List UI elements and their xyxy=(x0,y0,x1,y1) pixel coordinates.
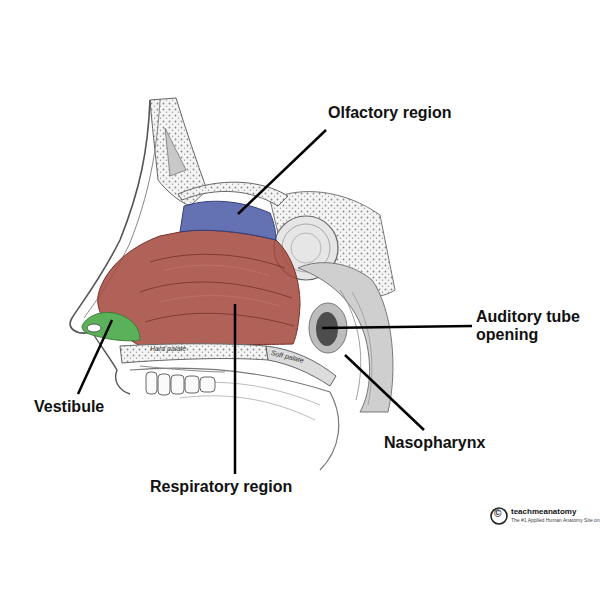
pharyngeal-wall xyxy=(298,263,393,412)
structure-label: Auditory tube opening xyxy=(476,308,591,345)
watermark: teachmeanatomy xyxy=(511,507,576,516)
region-label: Respiratory region xyxy=(150,478,292,496)
leader-line xyxy=(238,130,326,214)
leader-line xyxy=(322,326,472,328)
nostril xyxy=(87,324,101,332)
leader-line xyxy=(345,355,424,430)
shading-line xyxy=(352,292,372,405)
concha-highlight xyxy=(160,296,280,306)
tooth xyxy=(200,377,215,392)
leader-line xyxy=(234,304,237,474)
shading-line xyxy=(340,290,361,400)
concha-highlight xyxy=(165,265,270,276)
tooth xyxy=(171,375,184,394)
tooth xyxy=(158,374,170,395)
region-label: Olfactory region xyxy=(328,104,452,122)
structure-label: Nasopharynx xyxy=(384,434,485,452)
tooth xyxy=(146,372,157,394)
tooth xyxy=(185,376,199,393)
hard-palate xyxy=(120,344,268,363)
inferior-concha xyxy=(145,313,294,326)
sinus-contour xyxy=(291,233,321,263)
gum-line xyxy=(140,366,225,372)
olfactory-region xyxy=(180,201,276,240)
frontal-sinus xyxy=(165,128,186,176)
part-name: Hard palate xyxy=(150,345,186,353)
soft-palate xyxy=(266,346,336,386)
region-label: Vestibule xyxy=(34,398,104,416)
vestibule-region xyxy=(82,313,140,341)
watermark-tagline: The #1 Applied Human Anatomy Site on the… xyxy=(511,518,600,524)
copyright-ring xyxy=(491,508,507,524)
leader-line xyxy=(78,320,112,394)
shading-line xyxy=(180,396,315,420)
copyright-symbol: © xyxy=(494,508,501,520)
